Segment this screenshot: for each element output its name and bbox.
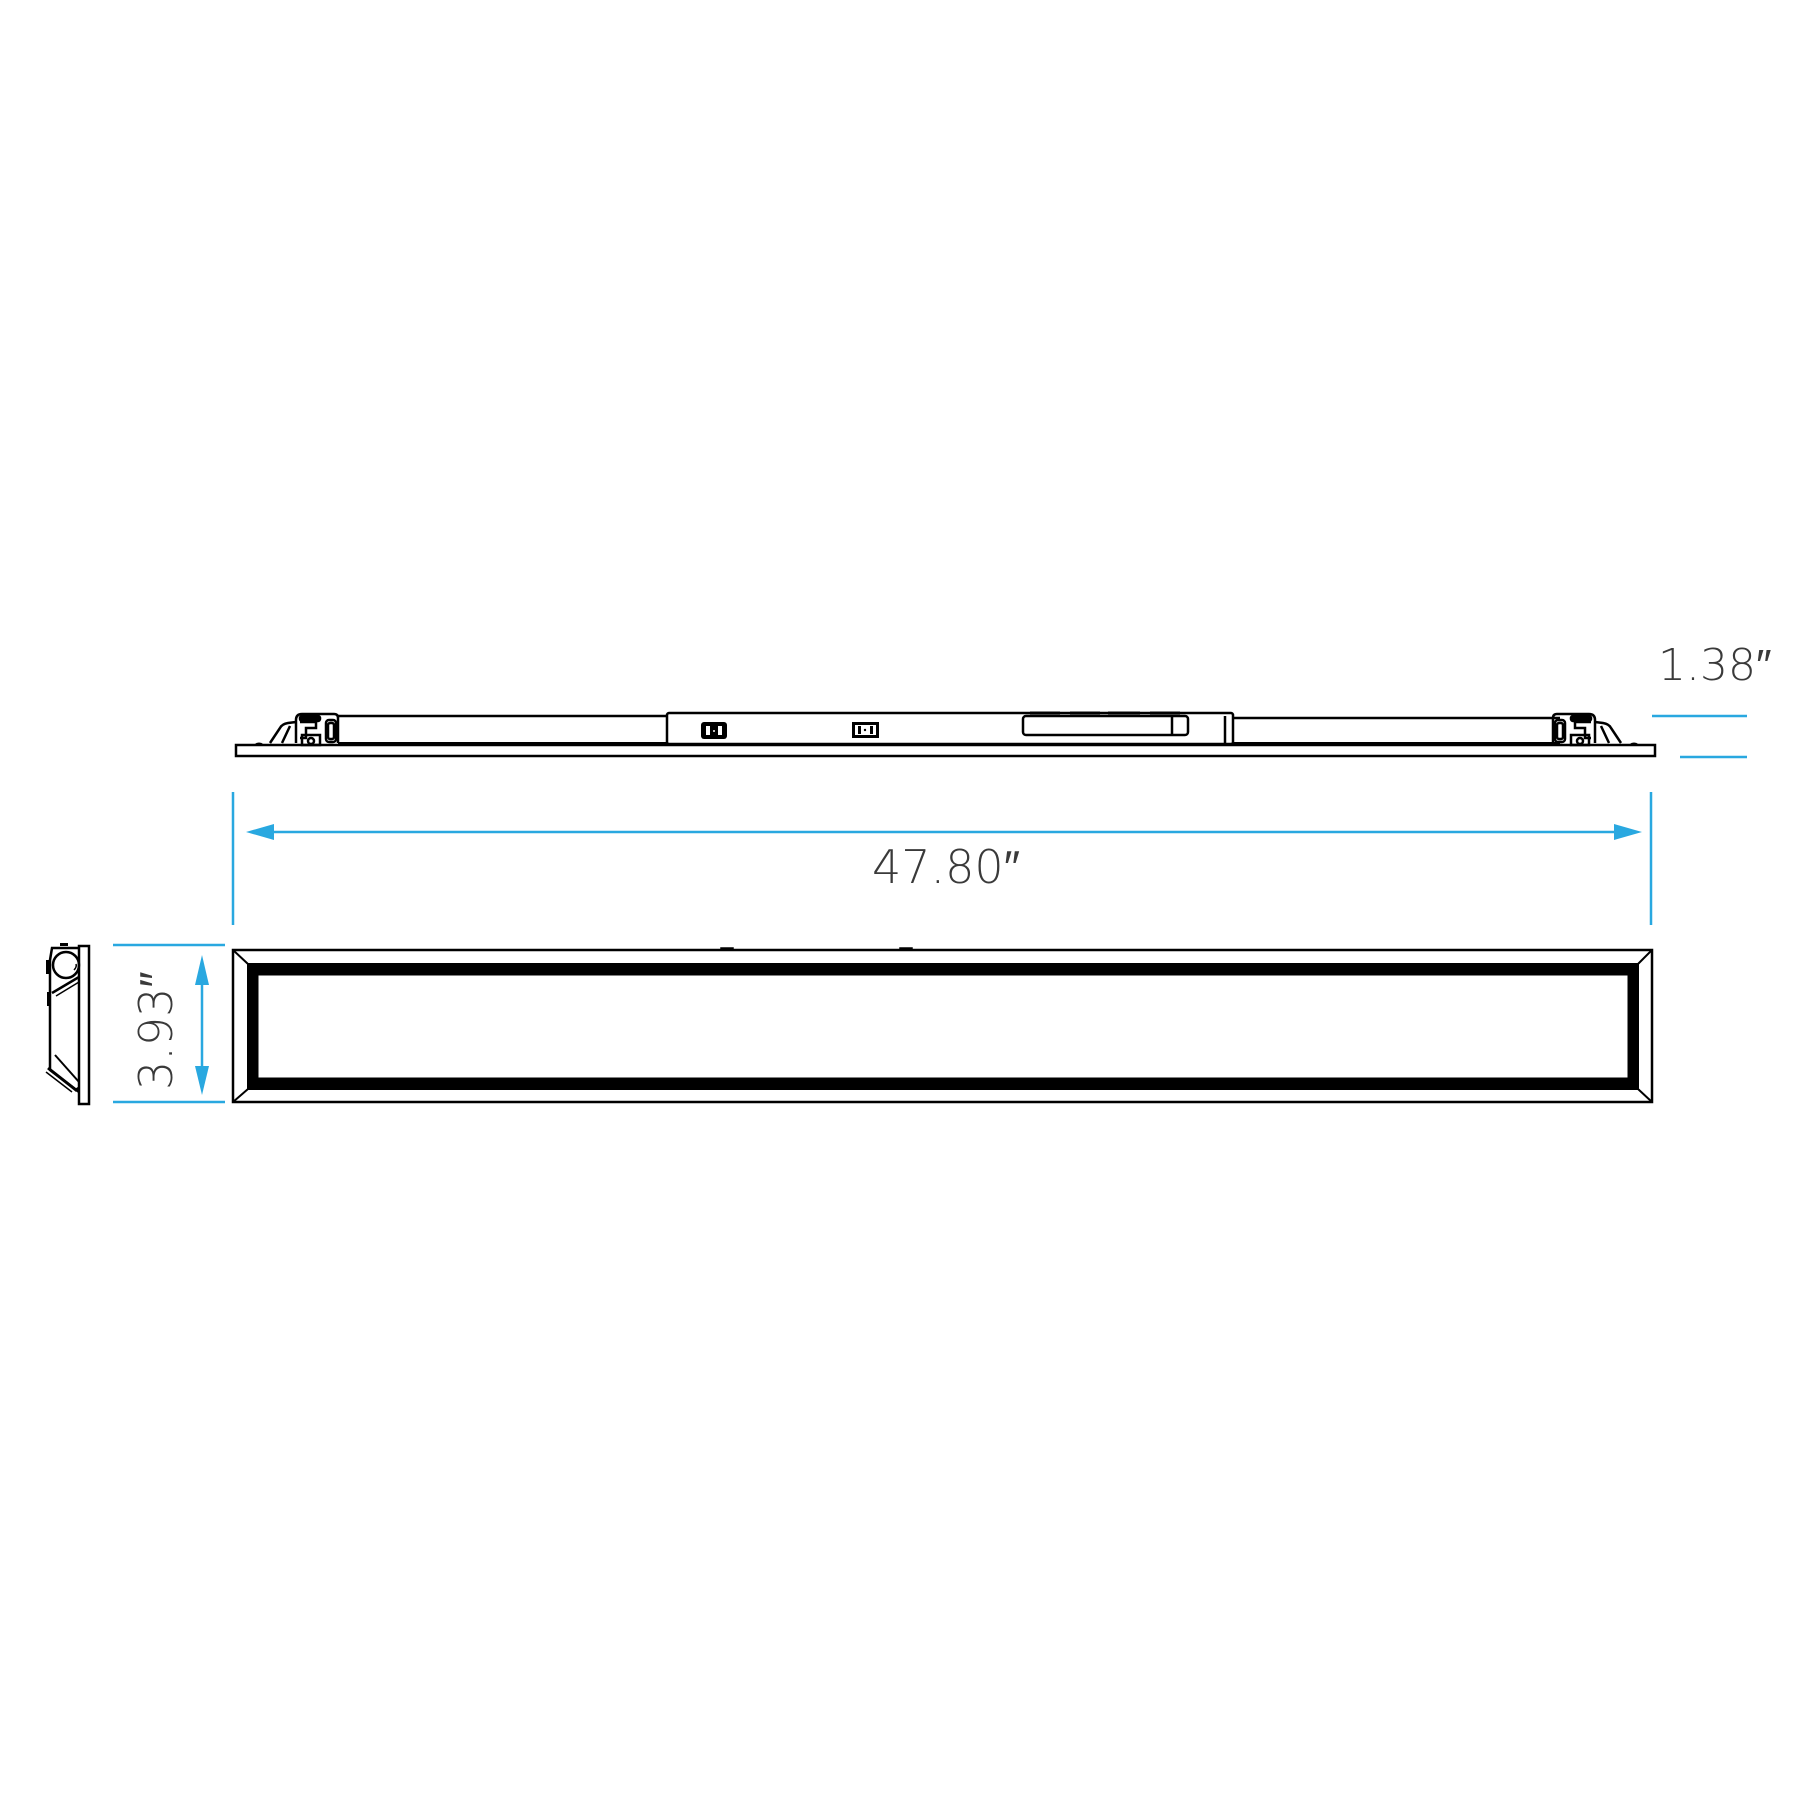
left-mounting-bracket <box>268 712 340 747</box>
top-nub-left <box>720 947 734 950</box>
width-label: 3.93″ <box>129 971 183 1090</box>
base-plate <box>234 743 1657 758</box>
profile-view <box>234 711 1657 758</box>
length-label: 47.80″ <box>872 840 1020 894</box>
right-mounting-bracket <box>1551 712 1623 747</box>
width-arrowhead-top <box>195 955 209 985</box>
plate-nubs <box>254 742 1639 746</box>
height-dimension: 1.38″ <box>1652 640 1772 759</box>
length-dimension: 47.80″ <box>231 792 1653 925</box>
side-connector-circle <box>51 950 81 980</box>
top-nub-right <box>899 947 913 950</box>
bevel-corner-tr <box>1637 949 1653 965</box>
width-dimension: 3.93″ <box>113 943 225 1104</box>
side-trim-plate <box>77 944 91 1106</box>
lens-frame <box>247 964 1639 1089</box>
height-label: 1.38″ <box>1658 640 1772 691</box>
connector-left <box>701 722 727 739</box>
side-view <box>45 943 91 1106</box>
bevel-corner-br <box>1637 1088 1653 1103</box>
front-view <box>231 947 1654 1104</box>
length-arrowhead-left <box>246 824 274 840</box>
bevel-corner-tl <box>232 949 249 965</box>
connector-right <box>852 722 879 738</box>
junction-compartment <box>1021 711 1227 744</box>
length-arrowhead-right <box>1614 824 1642 840</box>
bevel-corner-bl <box>232 1088 249 1103</box>
width-arrowhead-bottom <box>195 1066 209 1095</box>
